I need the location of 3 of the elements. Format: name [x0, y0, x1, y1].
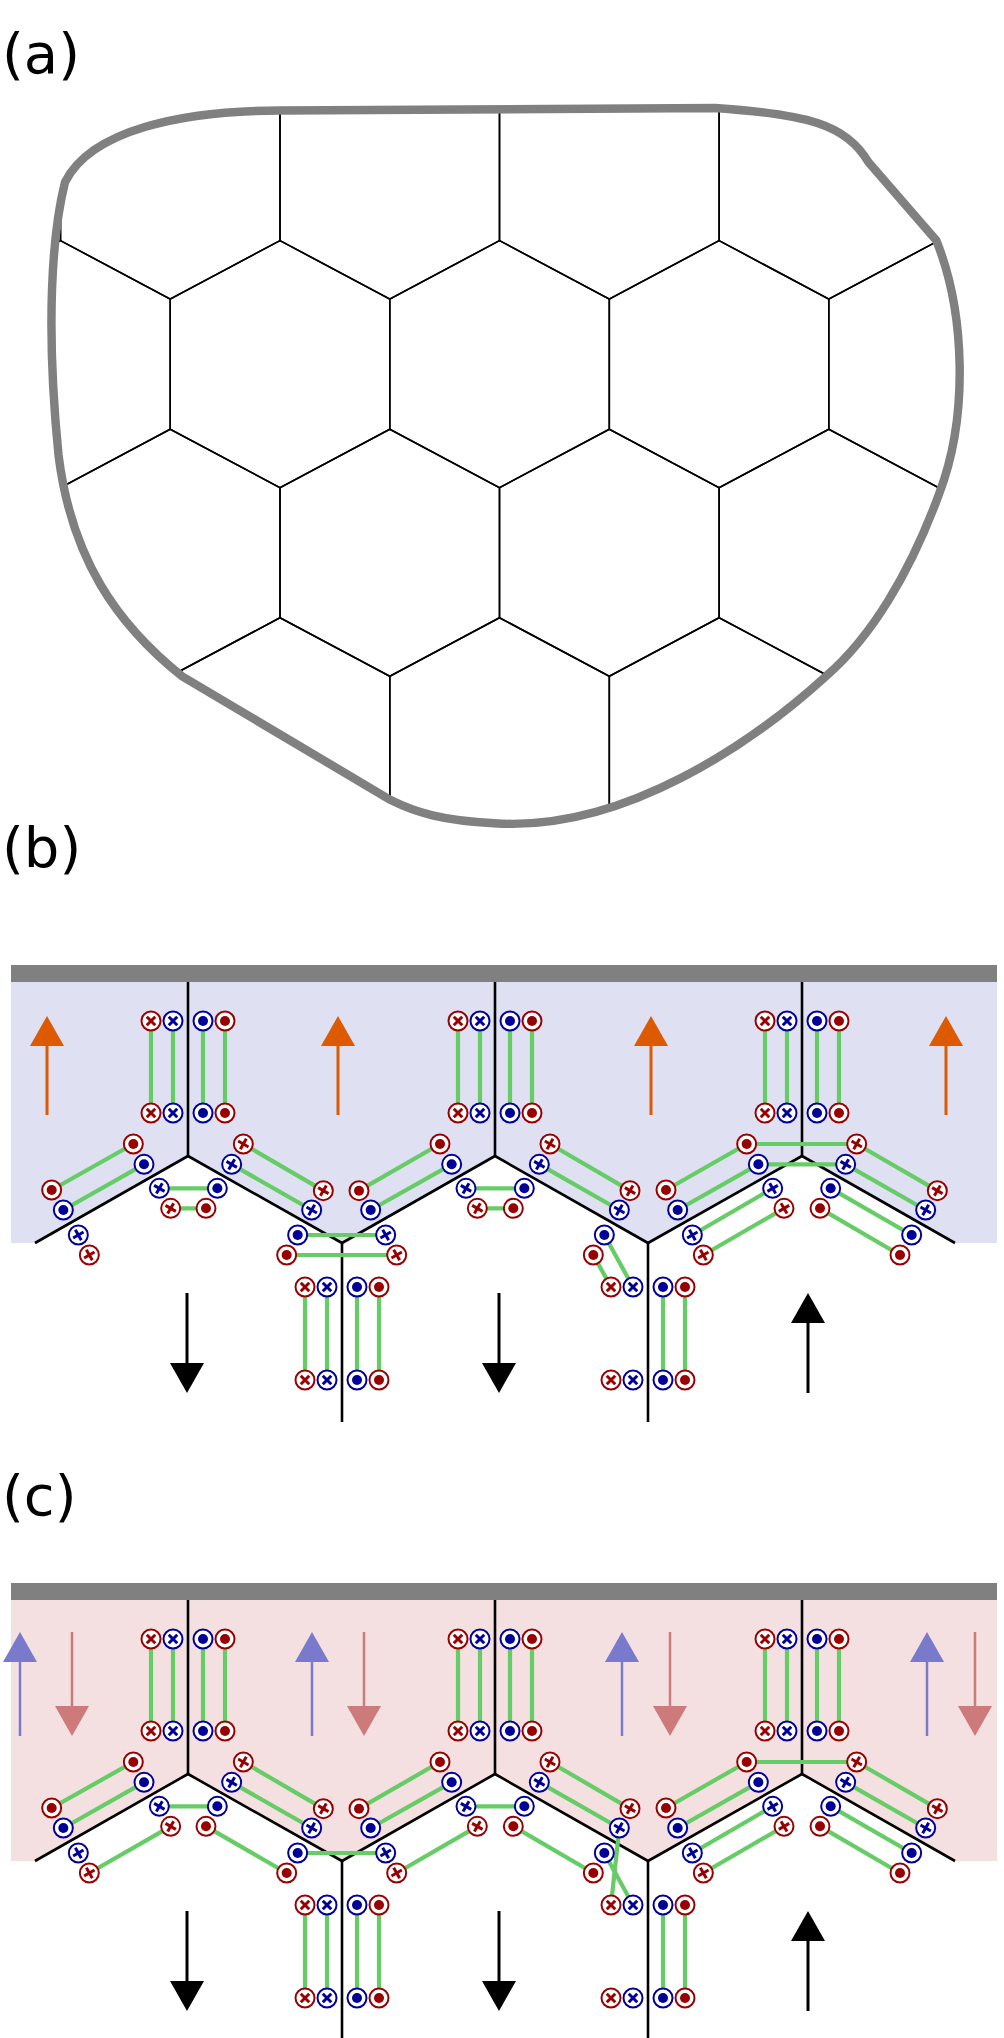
panel-label: (b) — [2, 820, 82, 876]
panel-label: (c) — [2, 1468, 77, 1524]
panel-label: (a) — [2, 26, 80, 82]
